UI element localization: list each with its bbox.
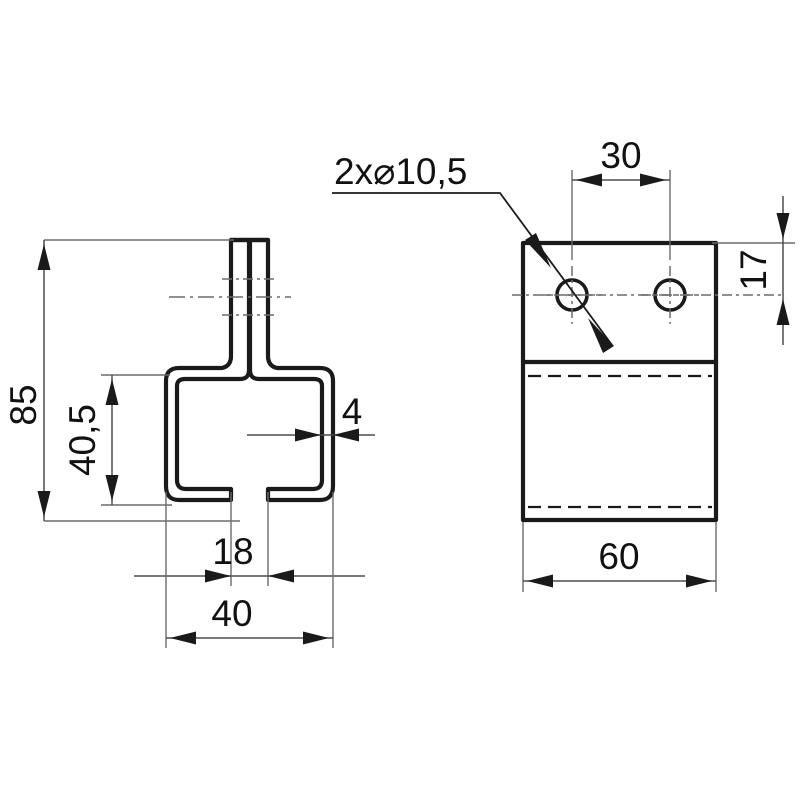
hole-callout: 2x⌀10,5 bbox=[332, 151, 614, 353]
right-plate-view: 2x⌀10,5 30 17 60 bbox=[332, 135, 795, 592]
hole-callout-leader bbox=[332, 192, 613, 346]
dimension-slot-width: 18 bbox=[134, 492, 365, 586]
dimension-text-4: 4 bbox=[342, 391, 363, 432]
dimension-text-405: 40,5 bbox=[62, 404, 103, 476]
dimension-text-85: 85 bbox=[3, 384, 44, 425]
left-profile-view: 85 40,5 4 18 bbox=[3, 237, 375, 648]
dimension-text-17: 17 bbox=[733, 249, 774, 290]
dimension-hole-edge-distance: 17 bbox=[712, 196, 795, 345]
dimension-text-40: 40 bbox=[211, 593, 252, 634]
profile-outer-contour-right bbox=[247, 237, 336, 503]
plate-outline bbox=[520, 240, 719, 523]
hole-callout-text: 2x⌀10,5 bbox=[334, 151, 467, 192]
dimension-text-30: 30 bbox=[600, 135, 641, 176]
hole-callout-arrow-lower bbox=[588, 318, 614, 353]
profile-outer-contour bbox=[163, 237, 252, 503]
dimension-wall-thickness: 4 bbox=[247, 391, 375, 442]
dimension-text-60: 60 bbox=[598, 536, 639, 577]
dimension-hole-spacing: 30 bbox=[571, 135, 671, 260]
dimension-plate-width: 60 bbox=[522, 522, 717, 592]
hole-callout-arrow-upper bbox=[525, 233, 551, 268]
dimension-channel-width: 40 bbox=[165, 492, 334, 648]
dimension-text-18: 18 bbox=[212, 531, 253, 572]
dimension-overall-height: 85 bbox=[3, 239, 240, 522]
dimension-channel-height: 40,5 bbox=[62, 374, 172, 506]
